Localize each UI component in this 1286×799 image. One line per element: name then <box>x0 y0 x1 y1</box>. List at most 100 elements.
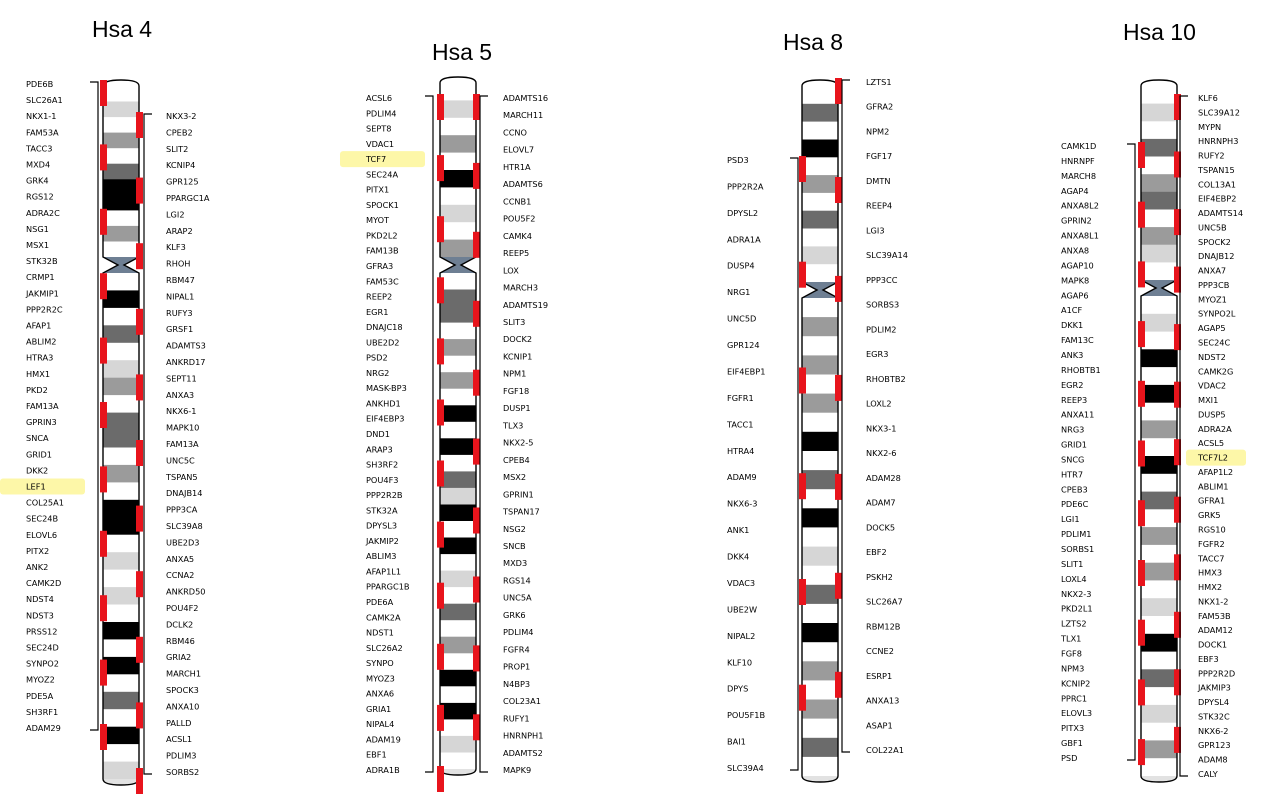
gene-label: SYNPO2 <box>26 659 59 669</box>
gene-label: DOCK1 <box>1198 640 1227 650</box>
gene-label: MXD4 <box>26 160 50 170</box>
chromosome-band <box>1141 438 1177 457</box>
locus-marker <box>1138 261 1145 288</box>
gene-label: COL23A1 <box>503 696 541 706</box>
gene-label: DPYS <box>727 684 748 694</box>
gene-label: ADRA1B <box>366 765 400 775</box>
chromosome-band <box>103 179 139 196</box>
gene-label: PDE5A <box>26 691 54 701</box>
gene-label: GPR123 <box>1198 740 1231 750</box>
gene-label: ANXA7 <box>1198 266 1226 276</box>
gene-label: PSKH2 <box>866 572 893 582</box>
chromosome-outline <box>801 86 839 776</box>
locus-marker <box>835 473 842 500</box>
locus-marker <box>1138 440 1145 467</box>
gene-label: DUSP4 <box>727 261 755 271</box>
gene-label: PKD2L1 <box>1061 604 1093 614</box>
locus-marker <box>1174 554 1181 581</box>
gene-label: NKX6-3 <box>727 499 757 509</box>
chromosome-band <box>802 192 838 212</box>
gene-label: ADAMTS2 <box>503 748 543 758</box>
locus-marker <box>835 671 842 698</box>
gene-label: GPR125 <box>166 177 199 187</box>
gene-label: GBF1 <box>1061 738 1083 748</box>
gene-label: AFAP1L2 <box>1198 467 1233 477</box>
chromosome-band <box>802 508 838 528</box>
gene-label: ADAM9 <box>727 472 757 482</box>
gene-label: PPP3CC <box>866 275 898 285</box>
gene-bracket <box>479 95 488 773</box>
chromosome-band <box>802 546 838 567</box>
gene-label: FAM13A <box>26 401 59 411</box>
gene-label: FGF8 <box>1061 649 1082 659</box>
gene-label: ANXA6 <box>366 689 394 699</box>
gene-label: ADRA2C <box>26 208 60 218</box>
chromosome-band <box>1141 509 1177 528</box>
chromosome-band <box>1141 121 1177 140</box>
chromosome-band <box>802 603 838 624</box>
chromosome-band <box>802 489 838 509</box>
gene-label: COL25A1 <box>26 498 64 508</box>
gene-label: PITX3 <box>1061 723 1084 733</box>
gene-label: FGF17 <box>866 151 892 161</box>
gene-label: KLF6 <box>1198 93 1218 103</box>
locus-marker <box>1138 560 1145 586</box>
gene-label: ARAP3 <box>366 444 393 454</box>
gene-label: CAMK2G <box>1198 366 1233 376</box>
gene-label: MASK-BP3 <box>366 383 407 393</box>
chromosome-band <box>802 584 838 605</box>
gene-label: ANKRD50 <box>166 587 206 597</box>
chromosome-band <box>1141 633 1177 653</box>
gene-label: KCNIP1 <box>503 352 532 362</box>
gene-label: TACC7 <box>1197 553 1224 563</box>
chromosome-band <box>103 674 139 693</box>
gene-label: DPYSL2 <box>727 208 758 218</box>
locus-marker <box>1138 500 1145 527</box>
locus-marker <box>1174 611 1181 638</box>
gene-bracket <box>90 81 99 731</box>
chromosome-band <box>103 307 139 326</box>
chromosome-band <box>1141 473 1177 493</box>
gene-label: EBF2 <box>866 547 887 557</box>
chromosome-band <box>802 175 838 194</box>
gene-label: AFAP1L1 <box>366 567 401 577</box>
gene-label: ESRP1 <box>866 671 892 681</box>
chromosome-band <box>1141 420 1177 439</box>
chromosome-band <box>440 83 476 101</box>
chromosome-band <box>802 355 838 376</box>
gene-label: UBE2D2 <box>366 337 400 347</box>
locus-marker <box>136 112 143 138</box>
chromosome-band <box>802 103 838 123</box>
gene-label: PDLIM4 <box>503 627 534 637</box>
chromosome-band <box>103 587 139 606</box>
gene-label: CAMK1D <box>1061 141 1096 151</box>
gene-label: GPR124 <box>727 340 760 350</box>
gene-label: ANXA5 <box>166 554 194 564</box>
gene-label: RHOBTB1 <box>1061 365 1101 375</box>
centromere <box>802 282 838 298</box>
gene-label: HTRA4 <box>727 446 754 456</box>
gene-label: KCNIP4 <box>166 160 195 170</box>
locus-marker <box>437 521 444 548</box>
gene-label: MXD3 <box>503 558 527 568</box>
locus-marker <box>835 275 842 302</box>
chromosome-band <box>1141 209 1177 228</box>
chromosome-band <box>103 744 139 763</box>
gene-label: FGFR4 <box>503 644 530 654</box>
gene-label: DNAJB14 <box>166 488 202 498</box>
chromosome-band <box>1141 244 1177 263</box>
gene-label: REEP3 <box>1061 395 1087 405</box>
locus-marker <box>799 579 806 605</box>
chromosome-band <box>103 241 139 258</box>
locus-marker <box>835 374 842 401</box>
locus-marker <box>799 473 806 500</box>
gene-label: ADRA2A <box>1198 424 1232 434</box>
locus-marker <box>1138 619 1145 646</box>
gene-label: ARAP2 <box>166 226 193 236</box>
locus-marker <box>100 208 107 235</box>
gene-label: SORBS1 <box>1061 544 1094 554</box>
gene-label: POU5F2 <box>503 214 536 224</box>
locus-marker <box>437 155 444 182</box>
gene-label: ADAMTS19 <box>503 300 548 310</box>
gene-label: NKX2-5 <box>503 438 533 448</box>
